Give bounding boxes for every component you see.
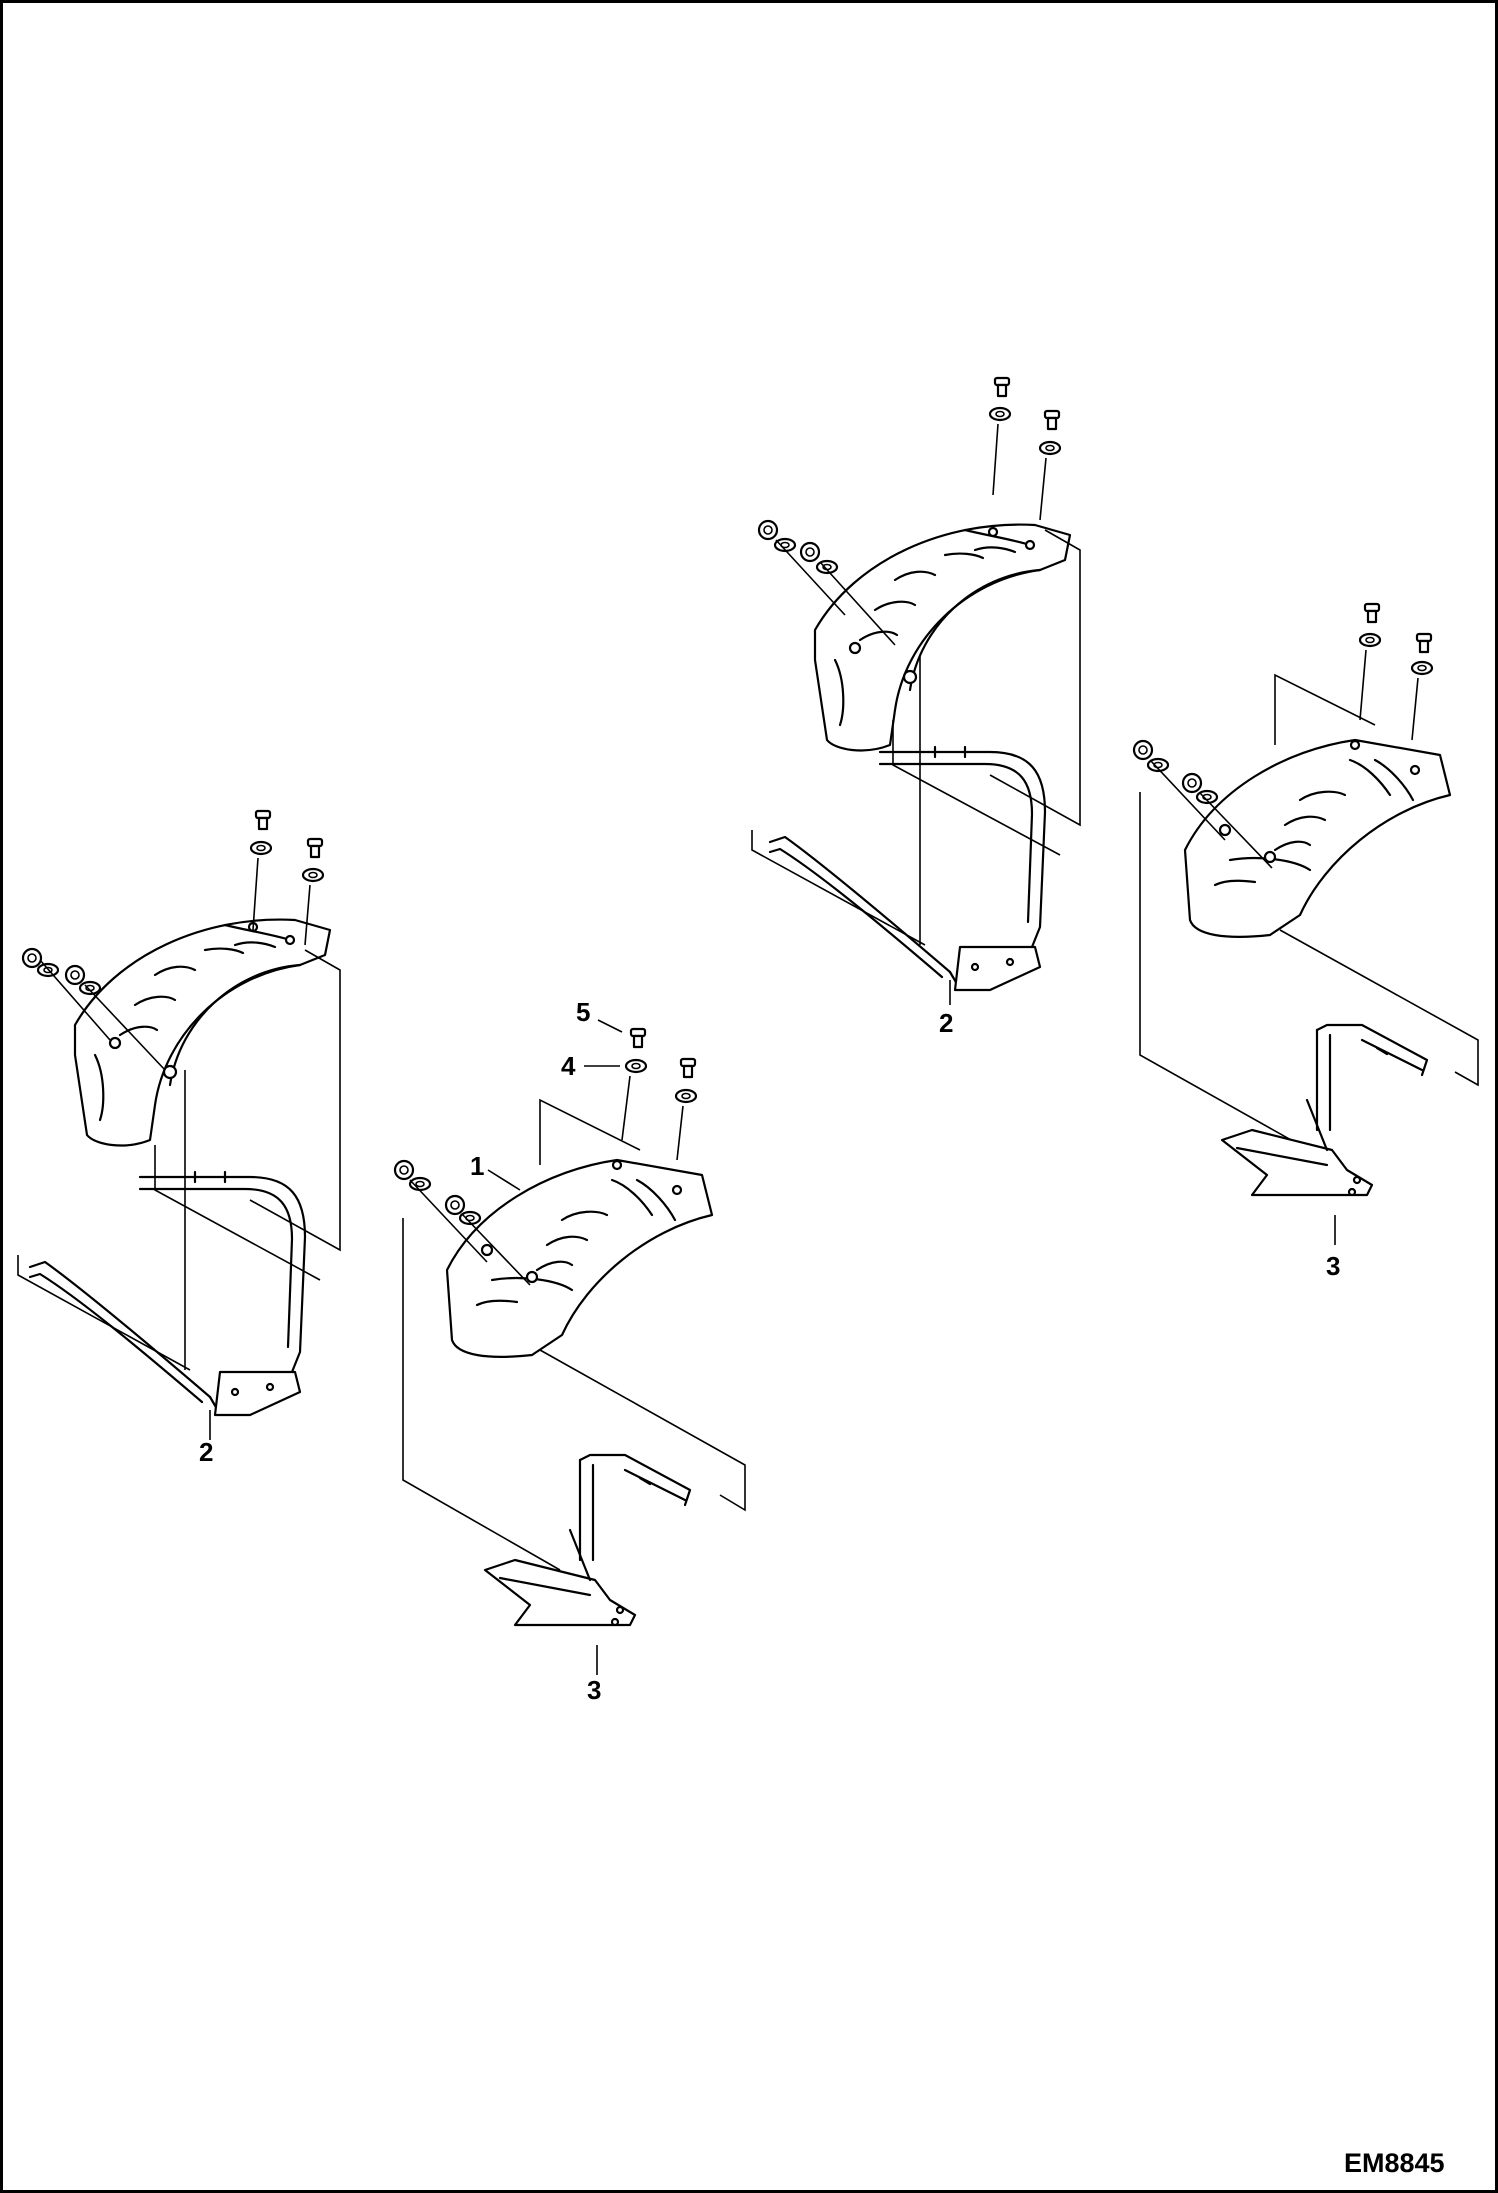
callout-3-center: 3 bbox=[587, 1675, 601, 1705]
washer-upper-2 bbox=[1038, 440, 1062, 456]
washer-upper-1 bbox=[988, 406, 1012, 422]
washer-right-1 bbox=[1358, 632, 1382, 648]
bolt-right-1 bbox=[1363, 602, 1381, 624]
nut-upper-2 bbox=[799, 541, 821, 563]
callout-5: 5 bbox=[576, 997, 590, 1027]
fender-right bbox=[1183, 738, 1452, 938]
bracket-right bbox=[1220, 1023, 1429, 1197]
washer-left-1 bbox=[249, 840, 273, 856]
nut-upper-1 bbox=[757, 519, 779, 541]
washer-left-4 bbox=[78, 980, 102, 996]
bracket-center bbox=[483, 1453, 692, 1627]
nut-left-2 bbox=[64, 964, 86, 986]
nut-left-1 bbox=[21, 947, 43, 969]
bolt-left-1 bbox=[254, 809, 272, 831]
washer-right-2 bbox=[1410, 660, 1434, 676]
washer-left-2 bbox=[301, 867, 325, 883]
assembly-upper bbox=[751, 376, 1081, 1005]
callout-4: 4 bbox=[561, 1051, 576, 1081]
washer-center-1 bbox=[624, 1058, 648, 1074]
callout-1: 1 bbox=[470, 1151, 484, 1181]
washer-center-2 bbox=[674, 1088, 698, 1104]
assembly-left bbox=[17, 809, 341, 1440]
nut-center-1 bbox=[393, 1159, 415, 1181]
callout-3-right: 3 bbox=[1326, 1251, 1340, 1281]
callout-2-left: 2 bbox=[199, 1437, 213, 1467]
assembly-center bbox=[393, 1027, 746, 1675]
bolt-upper-2 bbox=[1043, 409, 1061, 431]
fender-left bbox=[73, 918, 332, 1147]
bolt-upper-1 bbox=[993, 376, 1011, 398]
bolt-center-1 bbox=[629, 1027, 647, 1049]
bolt-right-2 bbox=[1415, 632, 1433, 654]
nut-right-2 bbox=[1181, 772, 1203, 794]
nut-center-2 bbox=[444, 1194, 466, 1216]
fender-upper bbox=[813, 523, 1072, 752]
nut-right-1 bbox=[1132, 739, 1154, 761]
bolt-left-2 bbox=[306, 837, 324, 859]
callout-2-upper: 2 bbox=[939, 1008, 953, 1038]
callouts: 1 2 2 3 3 4 5 bbox=[199, 997, 1340, 1705]
figure-code: EM8845 bbox=[1344, 2148, 1445, 2178]
fender-center bbox=[445, 1158, 714, 1358]
assembly-right bbox=[1132, 602, 1479, 1245]
bolt-center-2 bbox=[679, 1057, 697, 1079]
